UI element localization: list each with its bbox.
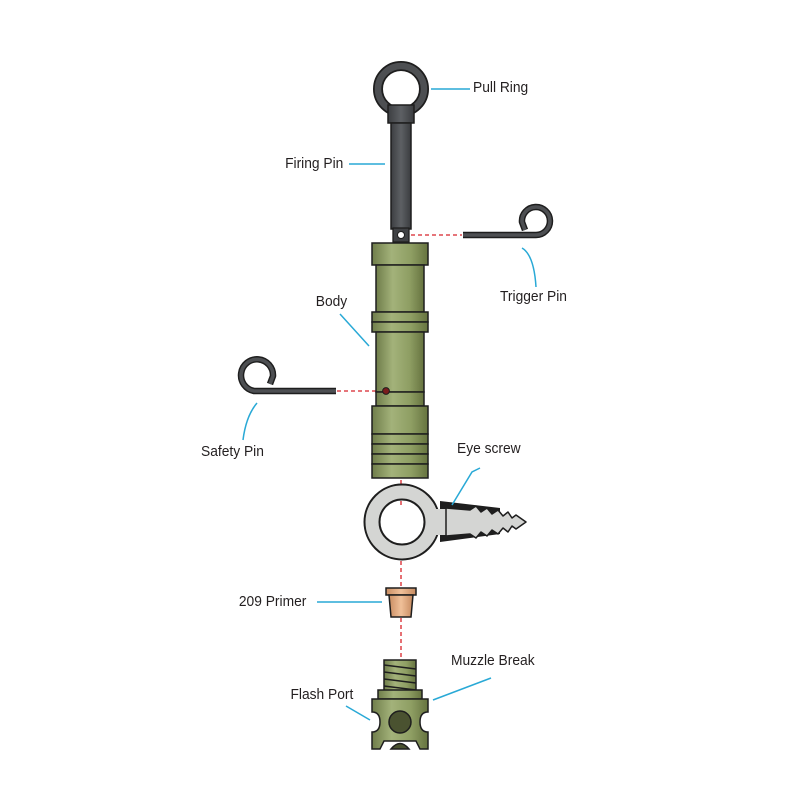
body-leader — [339, 313, 370, 347]
pull-ring-label: Pull Ring — [473, 79, 529, 96]
safety-pin-label: Safety Pin — [201, 443, 264, 460]
eye-screw-leader — [451, 467, 481, 506]
alignment-lines — [337, 234, 462, 660]
leader-lines — [242, 88, 537, 721]
eye-screw-label: Eye screw — [457, 440, 521, 457]
eye-screw — [363, 483, 527, 561]
flash-port-leader — [345, 705, 371, 721]
muzzle-break-part — [371, 659, 429, 750]
trigger-pin-leader — [521, 247, 537, 288]
muzzle-break-leader — [432, 677, 492, 701]
primer-label: 209 Primer — [238, 593, 306, 610]
body-part — [371, 242, 429, 479]
safety-pin — [237, 356, 336, 395]
flash-port-label: Flash Port — [290, 686, 353, 703]
trigger-pin-label: Trigger Pin — [500, 288, 567, 305]
body-label: Body — [315, 293, 347, 310]
trigger-pin — [463, 203, 554, 239]
safety-pin-leader — [242, 402, 258, 441]
primer — [385, 587, 417, 618]
firing-pin-label: Firing Pin — [284, 155, 343, 172]
muzzle-break-label: Muzzle Break — [451, 652, 535, 669]
firing-pin — [387, 104, 415, 243]
